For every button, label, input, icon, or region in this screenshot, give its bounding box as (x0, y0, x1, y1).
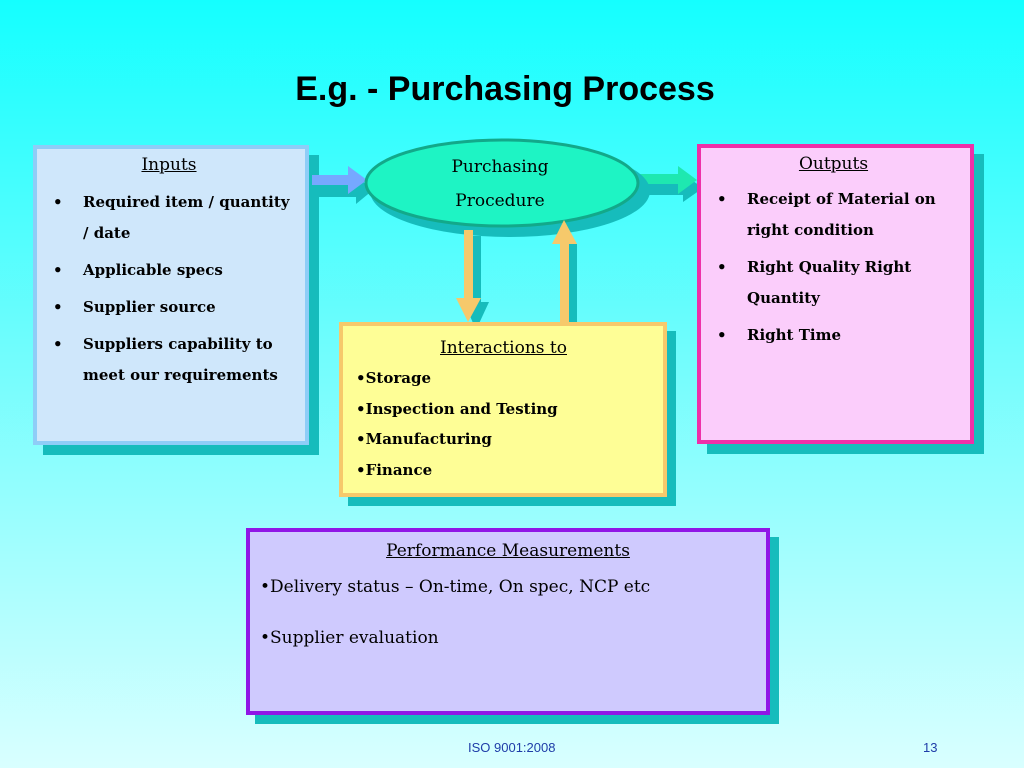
performance-box: Performance Measurements •Delivery statu… (246, 528, 770, 715)
footer-standard: ISO 9001:2008 (468, 740, 556, 755)
interactions-item: •Finance (356, 460, 433, 479)
procedure-label: Purchasing Procedure (400, 150, 600, 218)
inputs-box: Inputs Required item / quantity / date A… (33, 145, 309, 445)
outputs-item: Right Time (709, 320, 958, 351)
procedure-ellipse (364, 138, 640, 228)
interactions-item: •Storage (356, 369, 432, 387)
performance-heading: Performance Measurements (386, 541, 630, 561)
interactions-heading: Interactions to (440, 338, 567, 358)
outputs-heading: Outputs (798, 154, 869, 174)
interactions-to-procedure-arrow (552, 220, 577, 331)
interactions-item: •Manufacturing (356, 430, 492, 448)
interactions-box: Interactions to •Storage •Inspection and… (339, 322, 667, 497)
procedure-label-line1: Purchasing (451, 157, 549, 177)
performance-item: •Supplier evaluation (260, 628, 439, 648)
inputs-item: Applicable specs (45, 255, 293, 286)
performance-item: •Delivery status – On-time, On spec, NCP… (260, 577, 651, 597)
slide-title: E.g. - Purchasing Process (295, 70, 715, 108)
outputs-item: Receipt of Material on right condition (709, 184, 958, 246)
footer-page-number: 13 (923, 740, 938, 755)
procedure-to-interactions-arrow (456, 230, 489, 330)
outputs-box: Outputs Receipt of Material on right con… (697, 144, 974, 444)
inputs-to-procedure-arrow (312, 166, 373, 204)
procedure-label-line2: Procedure (455, 191, 545, 211)
inputs-item: Supplier source (45, 292, 293, 323)
inputs-item: Required item / quantity / date (45, 187, 293, 249)
inputs-item: Suppliers capability to meet our require… (45, 329, 293, 391)
interactions-item: •Inspection and Testing (356, 399, 558, 418)
procedure-to-outputs-arrow (640, 166, 703, 202)
outputs-item: Right Quality Right Quantity (709, 252, 958, 314)
inputs-heading: Inputs (141, 155, 197, 175)
